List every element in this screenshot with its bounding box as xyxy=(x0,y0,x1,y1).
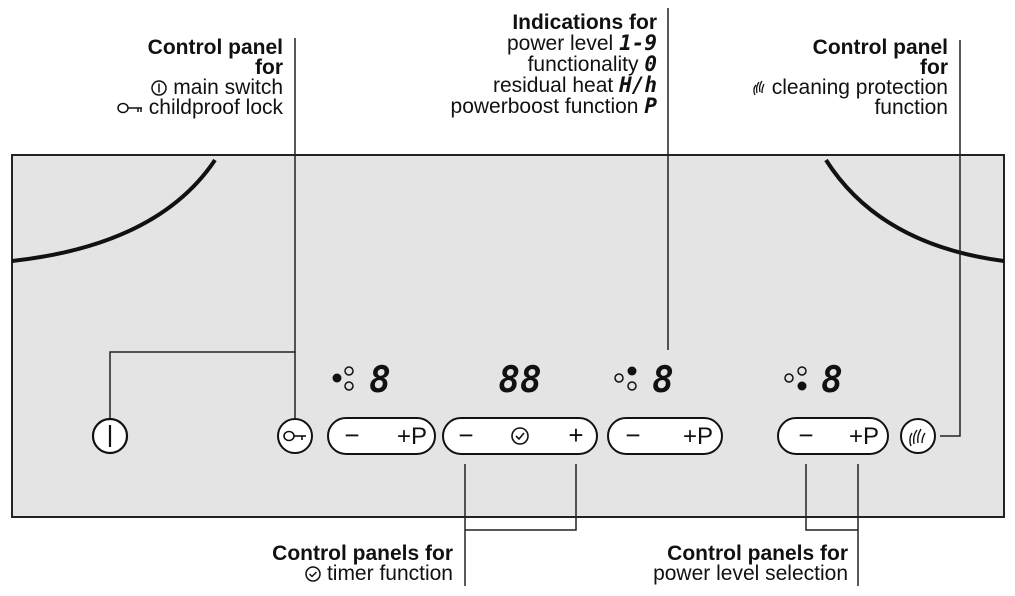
cooking-zone-right xyxy=(824,158,1004,263)
timer-display: 88 xyxy=(498,360,541,401)
zone-2-minus-button[interactable]: − xyxy=(625,420,640,450)
label-power-level-selection: power level selection xyxy=(653,562,848,585)
cleaning-protection-button[interactable] xyxy=(900,418,936,454)
zone-3-plus-button[interactable]: +P xyxy=(849,423,879,450)
clock-icon xyxy=(511,427,529,445)
zone-1-display: 8 xyxy=(369,360,391,401)
label-control-panel-main: Control panel for main switch childproof… xyxy=(100,36,283,119)
label-title: Control panels for xyxy=(272,542,453,565)
code-powerboost: P xyxy=(644,94,657,118)
leader-timer-plus xyxy=(465,464,577,531)
main-switch-button[interactable] xyxy=(91,417,129,455)
leader-cleaning xyxy=(940,40,961,437)
label-powerboost: powerboost function xyxy=(450,95,639,118)
code-residual-heat: H/h xyxy=(619,73,657,97)
zone-3-controls: − +P xyxy=(777,417,889,455)
zone-2-indicator xyxy=(614,366,637,391)
label-residual-heat: residual heat xyxy=(492,74,614,97)
key-icon xyxy=(117,102,142,114)
cooking-zone-left xyxy=(12,158,217,263)
timer-clock-button[interactable] xyxy=(511,427,529,445)
code-power-level: 1-9 xyxy=(619,31,657,55)
code-functionality: 0 xyxy=(644,52,657,76)
main-switch-icon xyxy=(151,80,168,96)
timer-minus-button[interactable]: − xyxy=(458,420,473,450)
cooktop-panel xyxy=(11,154,1005,518)
label-childproof-lock: childproof lock xyxy=(148,96,283,119)
zone-2-display: 8 xyxy=(652,360,674,401)
leader-power-minus xyxy=(805,464,858,531)
childproof-lock-button[interactable] xyxy=(277,418,313,454)
zone-1-indicator xyxy=(332,366,354,391)
label-title-for: for xyxy=(255,56,283,79)
timer-controls: − + xyxy=(442,417,598,455)
label-title: Indications for xyxy=(512,11,657,34)
label-cleaning-protection: cleaning protection xyxy=(771,76,948,99)
label-main-switch: main switch xyxy=(173,76,283,99)
cleaning-hand-icon xyxy=(753,80,765,96)
zone-2-controls: − +P xyxy=(607,417,723,455)
zone-3-display: 8 xyxy=(821,360,843,401)
label-title: Control panel xyxy=(147,36,283,59)
label-indications: Indications for power level 1-9 function… xyxy=(395,11,657,118)
zone-3-indicator xyxy=(784,366,807,391)
label-function: function xyxy=(874,96,948,119)
zone-2-plus-button[interactable]: +P xyxy=(683,423,713,450)
zone-1-controls: − +P xyxy=(327,417,436,455)
clock-icon xyxy=(305,566,321,582)
label-power-panels: Control panels for power level selection xyxy=(600,542,848,585)
label-functionality: functionality xyxy=(527,53,639,76)
label-title-for: for xyxy=(920,56,948,79)
leader-main-switch xyxy=(109,38,296,418)
zone-1-plus-button[interactable]: +P xyxy=(397,423,427,450)
label-timer-panels: Control panels for timer function xyxy=(240,542,453,585)
zone-1-minus-button[interactable]: − xyxy=(344,420,359,450)
cleaning-hand-icon xyxy=(909,428,926,447)
label-title: Control panels for xyxy=(667,542,848,565)
label-timer-function: timer function xyxy=(326,562,453,585)
label-control-panel-cleaning: Control panel for cleaning protection fu… xyxy=(700,36,948,119)
label-power-level: power level xyxy=(506,32,614,55)
zone-3-minus-button[interactable]: − xyxy=(798,420,813,450)
timer-plus-button[interactable]: + xyxy=(568,420,583,450)
label-title: Control panel xyxy=(812,36,948,59)
